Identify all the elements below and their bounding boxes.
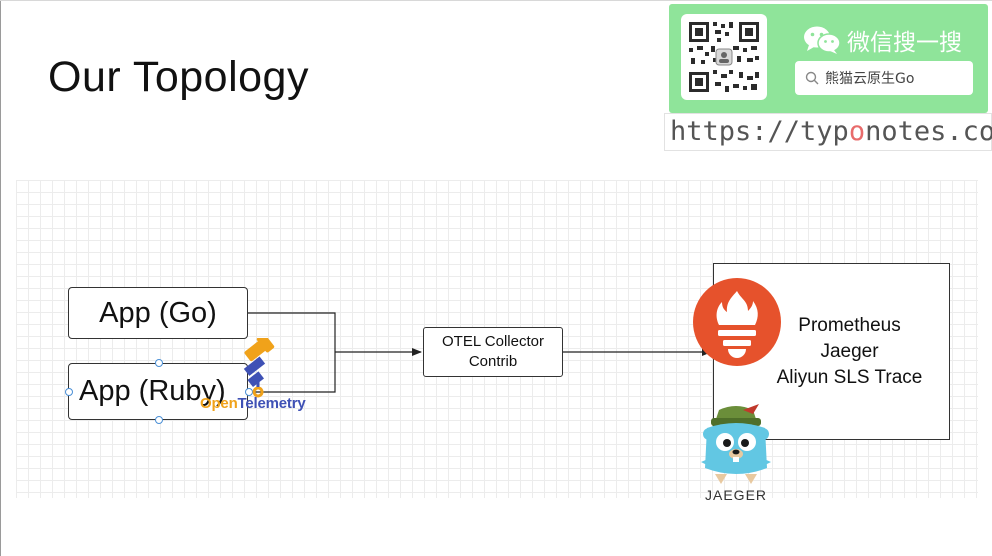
slide-title: Our Topology — [48, 53, 309, 101]
backend-prometheus-label: Prometheus — [798, 314, 901, 336]
backend-jaeger-label: Jaeger — [820, 340, 879, 362]
slide-left-edge — [0, 0, 1, 556]
url-watermark: https://typonotes.com/ — [664, 113, 992, 151]
collector-line-2: Contrib — [468, 353, 518, 370]
jaeger-logo-label: JAEGER — [705, 487, 768, 503]
otel-logo-telemetry: Telemetry — [237, 395, 306, 412]
wechat-icon — [804, 26, 841, 54]
slide-top-edge — [0, 0, 992, 1]
search-icon — [805, 71, 819, 85]
jaeger-gopher-logo-icon — [701, 404, 771, 484]
collector-line-1: OTEL Collector — [442, 333, 544, 350]
selection-handle-bottom[interactable] — [155, 416, 163, 424]
qr-code-icon — [689, 22, 759, 92]
qr-code — [681, 14, 767, 100]
url-text: https://typonotes.com/ — [670, 116, 992, 147]
url-part-2: notes.com/ — [865, 116, 992, 147]
backend-aliyun-label: Aliyun SLS Trace — [776, 366, 923, 388]
wechat-search-label: 微信搜一搜 — [803, 23, 962, 57]
selection-handle-top[interactable] — [155, 359, 163, 367]
opentelemetry-logo-text: OpenTelemetry — [200, 395, 306, 412]
url-part-highlight: o — [848, 116, 866, 147]
otel-collector-node[interactable]: OTEL Collector Contrib — [423, 327, 563, 377]
url-part-1: https://typ — [670, 116, 849, 147]
otel-logo-open: Open — [200, 395, 238, 412]
prometheus-logo-icon — [693, 278, 781, 366]
search-text: 熊猫云原生Go — [825, 71, 915, 87]
opentelemetry-logo-icon — [243, 338, 275, 398]
wechat-search-box[interactable]: 熊猫云原生Go — [795, 61, 973, 95]
selection-handle-left[interactable] — [65, 388, 73, 396]
wechat-qr-panel: 微信搜一搜 熊猫云原生Go — [669, 4, 988, 113]
wechat-label-text: 微信搜一搜 — [847, 30, 962, 56]
app-ruby-label: App (Ruby) — [79, 375, 226, 407]
app-go-node[interactable]: App (Go) — [68, 287, 248, 339]
selection-handle-right[interactable] — [245, 388, 253, 396]
